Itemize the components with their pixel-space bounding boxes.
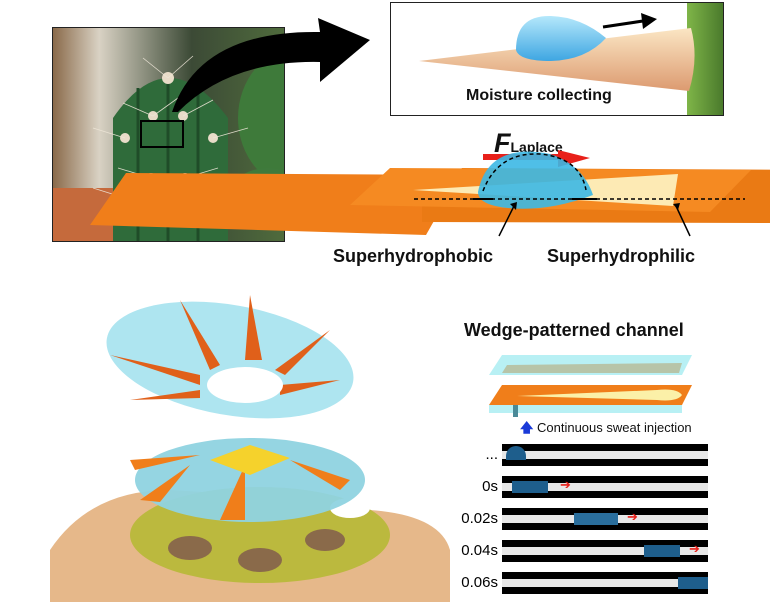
force-subscript: Laplace bbox=[510, 139, 563, 155]
frame-time: 0s bbox=[482, 478, 498, 495]
device-illustration bbox=[50, 295, 450, 602]
hydrophilic-pointer bbox=[675, 205, 691, 237]
spine-illustration bbox=[419, 3, 723, 115]
frame-time: ... bbox=[485, 446, 498, 463]
injection-note: 🡅 Continuous sweat injection bbox=[520, 419, 692, 441]
moisture-label: Moisture collecting bbox=[466, 87, 612, 104]
channel-title: Wedge-patterned channel bbox=[464, 320, 684, 340]
injection-label: Continuous sweat injection bbox=[537, 420, 692, 435]
frame-row: 0.06s bbox=[455, 570, 708, 602]
frame-row: 0.02s ➔ bbox=[455, 506, 708, 538]
blue-up-arrow-icon: 🡅 bbox=[520, 420, 534, 435]
frame-row: 0.04s ➔ bbox=[455, 538, 708, 570]
frame-image bbox=[502, 572, 708, 594]
cover-hole bbox=[207, 367, 283, 403]
frame-row: ... bbox=[455, 442, 708, 474]
laplace-illustration bbox=[90, 150, 770, 237]
hydrophobic-pointer bbox=[498, 205, 515, 237]
force-symbol: FLaplace bbox=[494, 128, 563, 159]
frame-time: 0.02s bbox=[461, 510, 498, 527]
red-arrow-icon: ➔ bbox=[689, 541, 700, 556]
force-letter: F bbox=[494, 128, 511, 158]
frame-time: 0.04s bbox=[461, 542, 498, 559]
frame-image: ➔ bbox=[502, 508, 708, 530]
highlight-box bbox=[140, 120, 184, 148]
frame-image: ➔ bbox=[502, 476, 708, 498]
red-arrow-icon: ➔ bbox=[627, 509, 638, 524]
moisture-panel: Moisture collecting bbox=[390, 2, 724, 116]
frame-row: 0s ➔ bbox=[455, 474, 708, 506]
frame-list: ... 0s ➔ 0.02s ➔ 0.04s ➔ 0.06s bbox=[455, 442, 708, 602]
frame-image bbox=[502, 444, 708, 466]
superhydrophilic-label: Superhydrophilic bbox=[547, 246, 696, 266]
red-arrow-icon: ➔ bbox=[560, 477, 571, 492]
frame-time: 0.06s bbox=[461, 574, 498, 591]
channel-layer bbox=[135, 438, 365, 522]
superhydrophobic-label: Superhydrophobic bbox=[333, 246, 494, 266]
channel-illustration bbox=[489, 355, 692, 417]
curved-arrow-icon bbox=[172, 18, 370, 112]
cover-layer bbox=[106, 301, 354, 419]
frame-image: ➔ bbox=[502, 540, 708, 562]
